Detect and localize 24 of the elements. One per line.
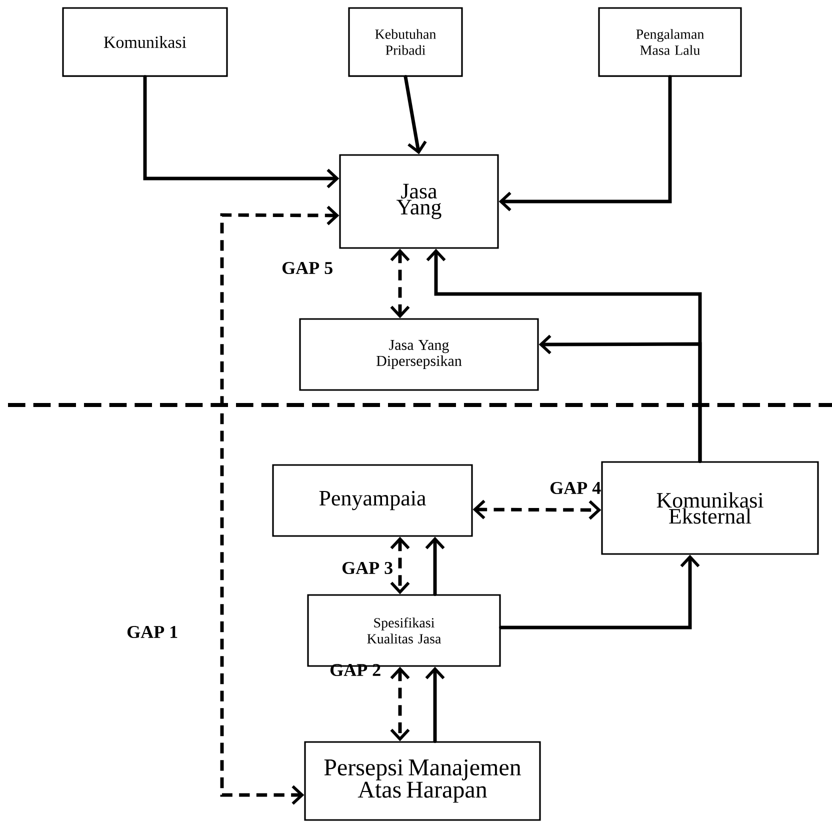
gap-label: GAP 5 [282, 262, 332, 274]
dashed-arrow [390, 536, 410, 594]
arrow [404, 75, 427, 154]
arrow [143, 75, 340, 188]
process-box: Komunikasi Eksternal [601, 461, 819, 555]
process-box: Kebutuhan Pribadi [348, 7, 463, 77]
arrow [425, 666, 445, 743]
process-box: Komunikasi [62, 7, 228, 77]
dashed-arrow [472, 500, 602, 520]
arrow [538, 334, 702, 463]
gap-label: GAP 1 [127, 626, 178, 638]
arrow [425, 536, 445, 596]
process-box: Persepsi Manajemen Atas Harapan [304, 741, 541, 821]
process-box: Pengalaman Masa Lalu [598, 7, 742, 77]
gap-label: GAP 3 [342, 562, 392, 574]
arrow [499, 554, 700, 630]
process-box: Jasa Yang [339, 154, 499, 249]
dashed-arrow [220, 206, 340, 805]
dashed-arrow [390, 248, 410, 318]
gap-label: GAP 4 [550, 482, 601, 494]
arrow [498, 75, 672, 212]
process-box: Penyampaia [272, 464, 473, 537]
process-box: Jasa Yang Dipersepsikan [299, 318, 539, 391]
dashed-arrow [390, 666, 410, 742]
